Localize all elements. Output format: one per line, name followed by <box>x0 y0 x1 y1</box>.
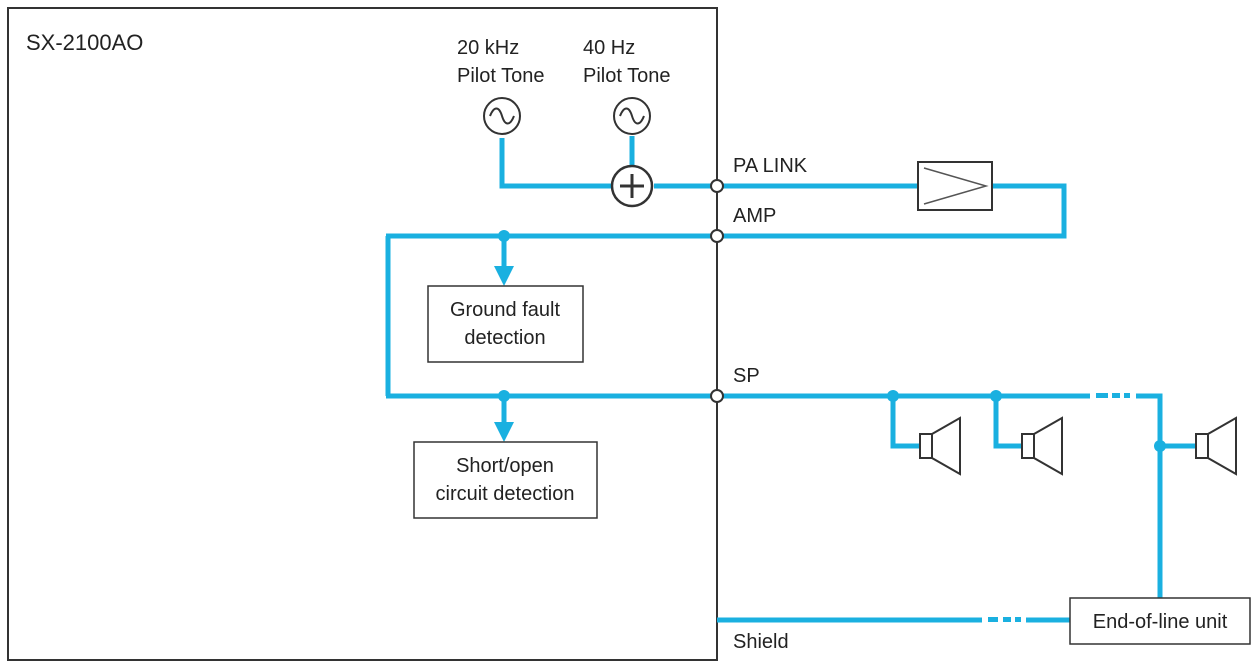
tone-20khz-freq-label: 20 kHz <box>457 37 519 59</box>
ground-fault-arrow <box>494 266 514 286</box>
line-continuation-marks <box>988 393 1130 622</box>
sine-wave-icon <box>619 107 645 125</box>
short-open-line1: Short/open <box>456 455 554 477</box>
tone-20khz-name-label: Pilot Tone <box>457 65 544 87</box>
device-enclosure <box>7 7 718 661</box>
speaker-1-icon <box>919 416 961 476</box>
tone-40hz-freq-label: 40 Hz <box>583 37 635 59</box>
tone-40hz-name-label: Pilot Tone <box>583 65 670 87</box>
mixer-plus-icon <box>610 164 654 208</box>
device-model-label: SX-2100AO <box>26 30 143 55</box>
speaker-2-icon <box>1021 416 1063 476</box>
ground-fault-line1: Ground fault <box>450 299 561 321</box>
pa-link-label: PA LINK <box>733 155 808 177</box>
pa-link-terminal <box>710 179 724 193</box>
speaker-1-tap <box>890 396 920 449</box>
wiring <box>385 136 1196 623</box>
tone-generator-40hz <box>613 97 651 135</box>
ground-fault-detection-block: Ground fault detection <box>427 285 584 363</box>
end-of-line-unit-block: End-of-line unit <box>1069 597 1251 645</box>
junction-dots <box>498 230 1166 452</box>
speaker-2-tap <box>993 396 1022 449</box>
short-open-line2: circuit detection <box>436 483 575 505</box>
sp-far-end-wire <box>1136 393 1163 598</box>
short-open-detection-block: Short/open circuit detection <box>413 441 598 519</box>
tone-generator-20khz <box>483 97 521 135</box>
amplifier-icon <box>917 161 993 211</box>
speaker-3-icon <box>1195 416 1237 476</box>
amp-return-wire <box>717 183 1067 239</box>
terminals <box>710 179 724 403</box>
sp-label: SP <box>733 365 760 387</box>
end-of-line-label: End-of-line unit <box>1093 611 1228 633</box>
sp-terminal <box>710 389 724 403</box>
shield-label: Shield <box>733 631 789 653</box>
sine-wave-icon <box>489 107 515 125</box>
tone-20khz-wire <box>499 138 612 189</box>
detection-arrows <box>494 266 514 442</box>
amp-terminal <box>710 229 724 243</box>
ground-fault-line2: detection <box>464 327 545 349</box>
amp-label: AMP <box>733 205 776 227</box>
short-open-arrow <box>494 422 514 442</box>
